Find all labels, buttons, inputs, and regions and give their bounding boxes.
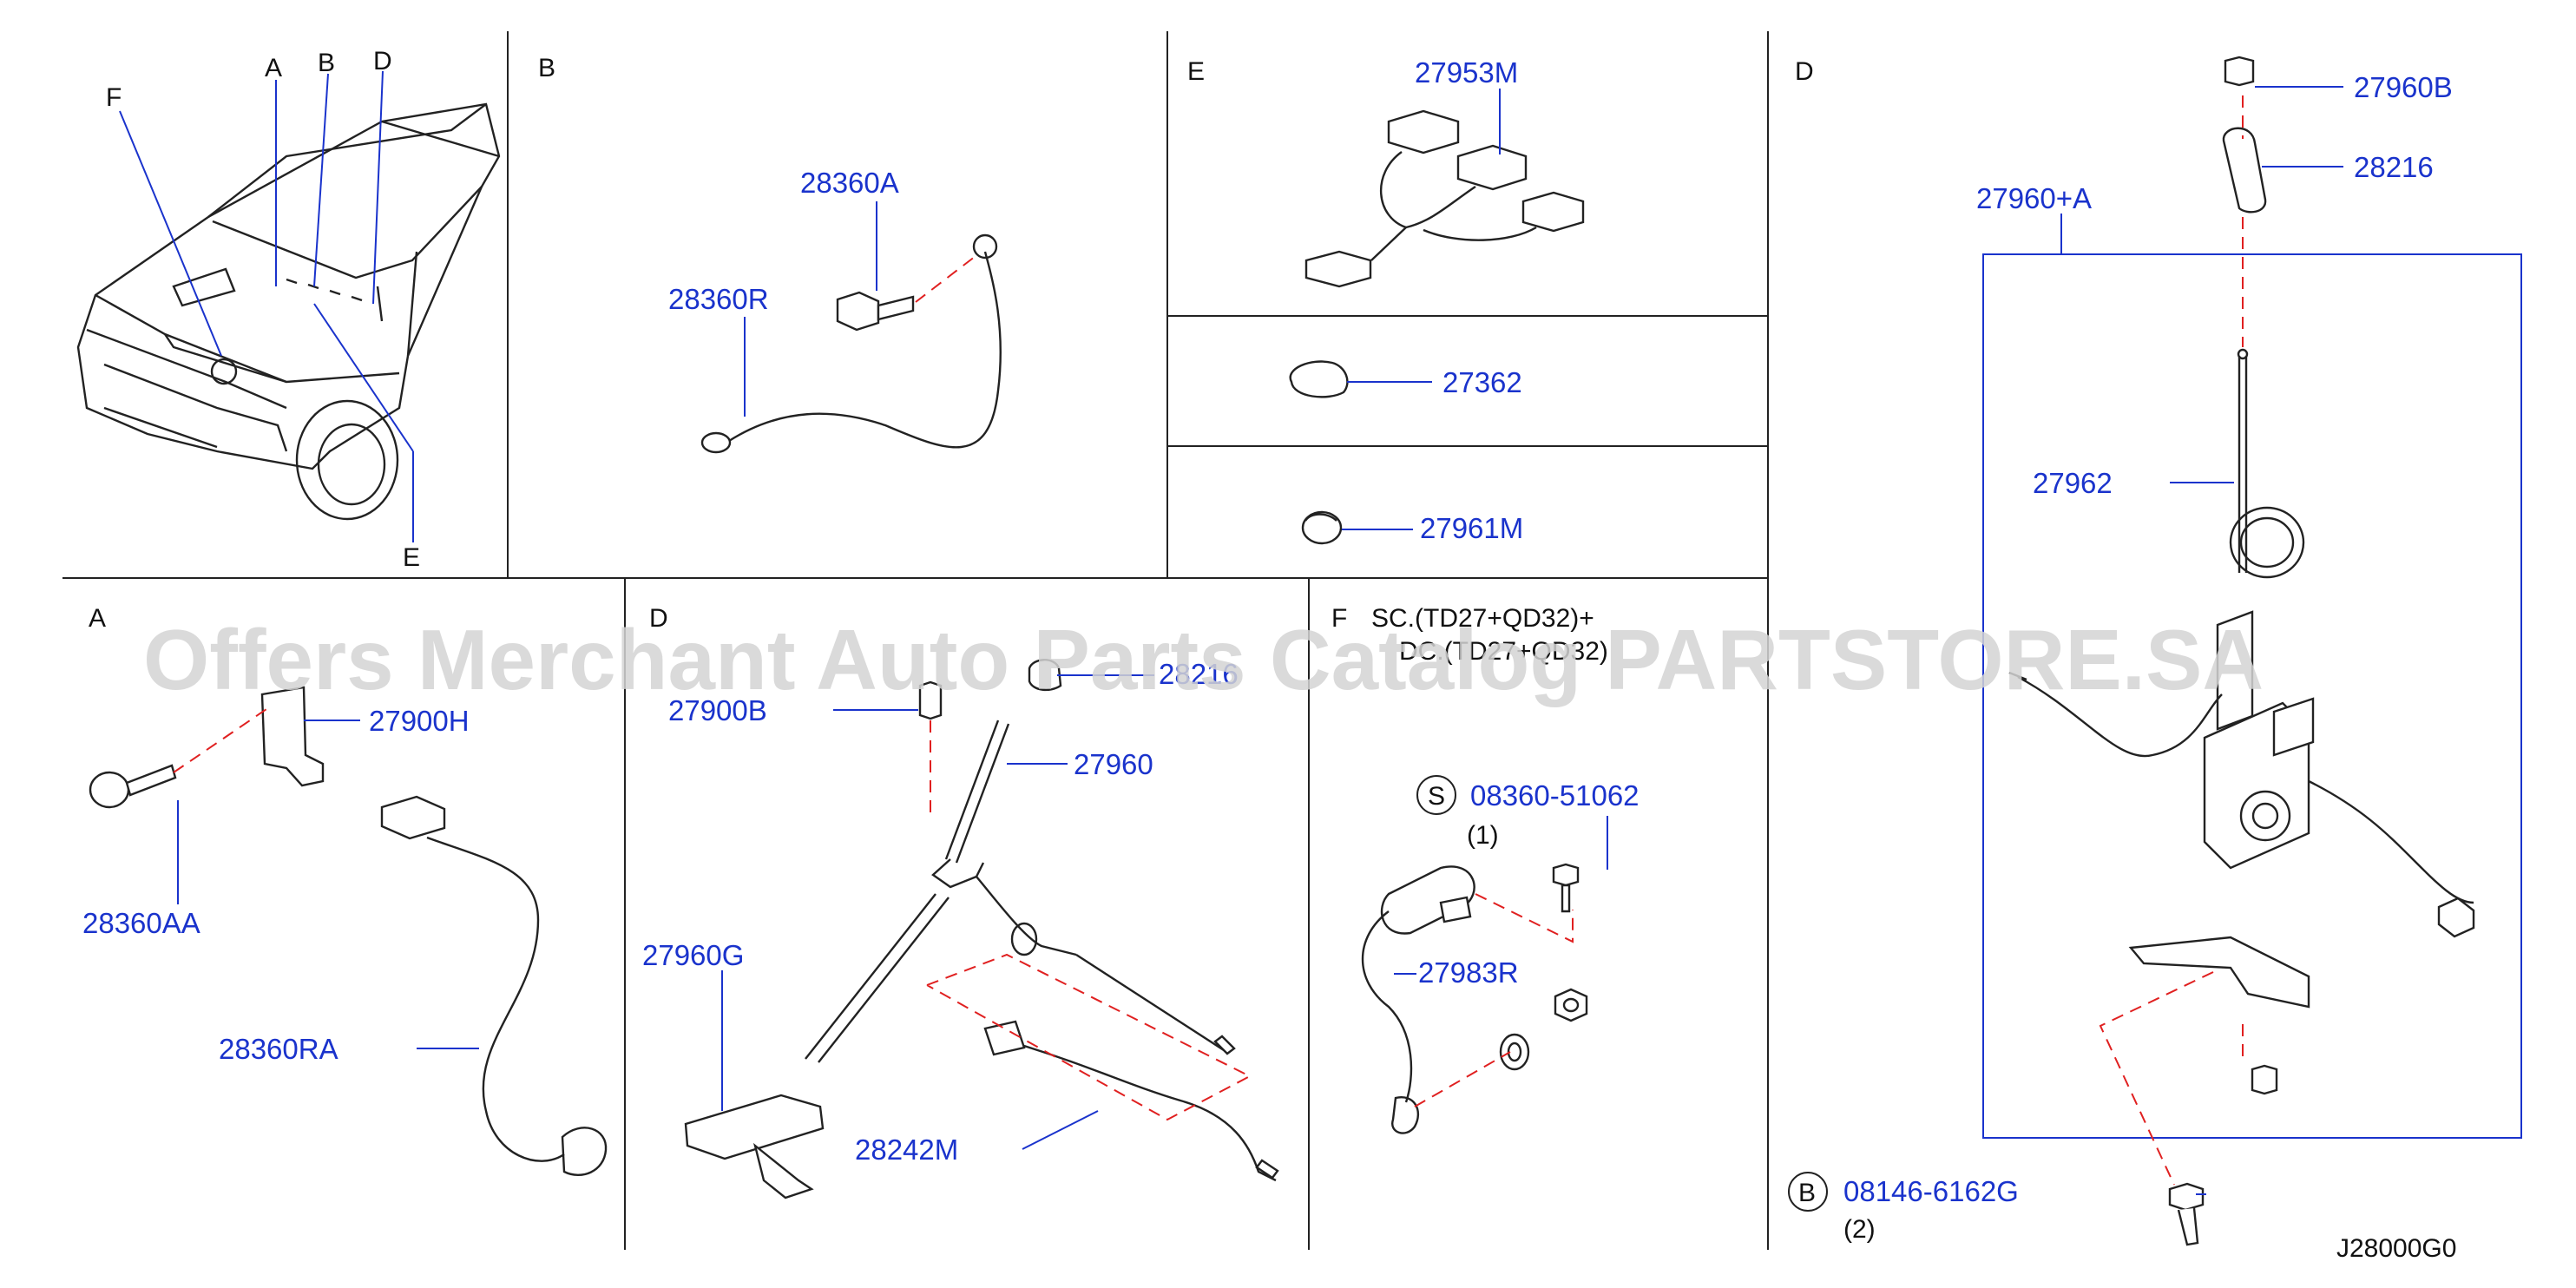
part-number-27960[interactable]: 27960 <box>1074 748 1153 780</box>
section-e-label: E <box>1187 57 1205 86</box>
note-line-2: DC.(TD27+QD32) <box>1399 637 1608 666</box>
part-number-28360ra[interactable]: 28360RA <box>219 1033 338 1065</box>
hidden-line <box>1414 1051 1511 1107</box>
ground-strap-28360r <box>700 233 1002 454</box>
watermark: Offers Merchant Auto Parts Catalog PARTS… <box>143 612 2264 707</box>
hidden-line <box>1475 893 1574 943</box>
antenna-27960 <box>805 720 1236 1063</box>
bolt-qty: (2) <box>1843 1215 1876 1244</box>
part-number-27960a[interactable]: 27960+A <box>1976 182 2092 214</box>
part-number-28360aa[interactable]: 28360AA <box>82 907 200 939</box>
callout-a: A <box>265 54 282 82</box>
section-b-label: B <box>538 54 555 82</box>
pad-27362 <box>1289 360 1349 398</box>
part-number-28216-mid[interactable]: 28216 <box>1159 658 1239 690</box>
bolt-code: B <box>1798 1179 1816 1207</box>
harness-27953m <box>1304 109 1585 288</box>
mast-27962 <box>2229 348 2305 579</box>
section-d-mid-label: D <box>649 604 668 633</box>
screw-code: S <box>1428 782 1445 811</box>
note-line-1: SC.(TD27+QD32)+ <box>1371 604 1594 633</box>
part-number-08146-6162g[interactable]: 08146-6162G <box>1843 1175 2019 1207</box>
section-f: F SC.(TD27+QD32)+ DC.(TD27+QD32) S 08360… <box>1331 604 1640 1134</box>
section-f-label: F <box>1331 604 1347 633</box>
leader-28242m <box>1022 1110 1099 1150</box>
screw-code-circle <box>1416 775 1456 815</box>
callout-e: E <box>403 543 420 572</box>
capacitor-lead <box>1361 910 1419 1134</box>
callout-d: D <box>373 47 392 76</box>
cover-28216-mid <box>1028 659 1062 692</box>
part-number-08360-51062[interactable]: 08360-51062 <box>1470 779 1640 812</box>
cable-28242m <box>983 1020 1279 1182</box>
section-d-right: D <box>1788 56 2522 1263</box>
screw-08360-51062 <box>1552 863 1580 913</box>
part-number-27953m[interactable]: 27953M <box>1415 56 1518 89</box>
cap-27960b <box>2224 56 2255 87</box>
screw-qty: (1) <box>1467 821 1499 850</box>
part-number-28216[interactable]: 28216 <box>2354 151 2434 183</box>
part-number-27960g[interactable]: 27960G <box>642 939 744 971</box>
part-number-27900h[interactable]: 27900H <box>369 705 470 737</box>
overview-leader-lines <box>119 70 414 542</box>
holder-27960g <box>684 1094 825 1199</box>
section-d-mid: D 28216 2 <box>642 604 1279 1199</box>
part-number-27962[interactable]: 27962 <box>2033 467 2113 499</box>
vehicle-illustration <box>76 102 501 521</box>
hidden-line <box>915 253 980 303</box>
diagram-code: J28000G0 <box>2336 1234 2456 1263</box>
part-number-28360a[interactable]: 28360A <box>800 167 899 199</box>
hidden-line <box>2099 971 2214 1186</box>
antenna-cables <box>2008 671 2475 938</box>
assembly-box-27960a <box>1982 253 2522 1139</box>
part-number-27983r[interactable]: 27983R <box>1418 956 1519 989</box>
callout-f: F <box>106 83 122 112</box>
section-a-label: A <box>89 604 106 633</box>
part-number-27960b[interactable]: 27960B <box>2354 71 2453 103</box>
hidden-line <box>173 706 270 773</box>
strap-28360ra <box>380 795 608 1176</box>
screw-28360aa <box>89 764 177 809</box>
nut <box>1554 988 1588 1022</box>
bracket <box>2128 936 2310 1009</box>
section-a: A 27900H 28360AA 28360RA <box>82 604 608 1176</box>
part-number-27362[interactable]: 27362 <box>1442 366 1522 398</box>
grommet-27961m <box>1301 510 1343 545</box>
section-d-right-label: D <box>1795 57 1814 86</box>
washer <box>1499 1033 1530 1071</box>
overview-panel: F A B D E <box>76 47 501 572</box>
cover-28216 <box>2222 127 2267 214</box>
part-number-27900b[interactable]: 27900B <box>668 694 767 726</box>
bolt-08146-6162g <box>2168 1064 2278 1246</box>
part-number-28242m[interactable]: 28242M <box>855 1134 958 1166</box>
part-number-28360r[interactable]: 28360R <box>668 283 769 315</box>
hidden-line-box <box>926 953 1252 1121</box>
bracket-27900h <box>260 686 325 787</box>
antenna-motor-unit <box>2203 610 2315 870</box>
bolt-code-circle <box>1788 1172 1828 1212</box>
part-number-27961m[interactable]: 27961M <box>1420 512 1523 544</box>
bolt-28360a <box>836 291 915 332</box>
callout-b: B <box>318 49 335 77</box>
screw-27900b <box>918 680 943 720</box>
capacitor-27983r <box>1380 865 1475 935</box>
section-e: E 27953M 27362 27961M <box>1187 56 1585 545</box>
section-b: B 28360A 28360R <box>538 54 1002 454</box>
frame-lines <box>62 31 1769 1250</box>
